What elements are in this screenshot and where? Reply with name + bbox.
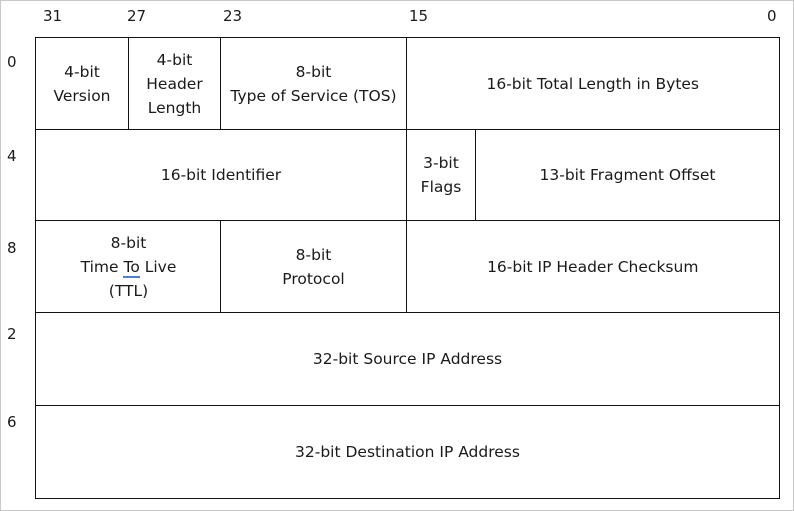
total-length-label: 16-bit Total Length in Bytes (486, 74, 700, 93)
header-length-bits: 4-bit (156, 50, 193, 69)
destination-ip-field: 32-bit Destination IP Address (35, 405, 780, 499)
row-offset-12: 2 (7, 325, 17, 343)
ttl-bits: 8-bit (110, 233, 147, 252)
checksum-field: 16-bit IP Header Checksum (405, 220, 780, 313)
checksum-label: 16-bit IP Header Checksum (487, 257, 699, 276)
protocol-bits: 8-bit (295, 245, 332, 264)
identifier-label: 16-bit Identifier (160, 166, 282, 184)
flags-bits: 3-bit (423, 154, 459, 172)
bit-position-0: 0 (767, 7, 777, 25)
bit-position-31: 31 (43, 7, 63, 25)
header-length-field: 4-bit Header Length (127, 37, 222, 130)
header-length-label-2: Length (147, 98, 202, 117)
header-length-label-1: Header (146, 74, 203, 93)
version-bits: 4-bit (64, 62, 100, 81)
tos-label: Type of Service (TOS) (230, 86, 397, 105)
row-offset-0: 0 (7, 53, 17, 71)
fragment-offset-label: 13-bit Fragment Offset (539, 166, 716, 184)
total-length-field: 16-bit Total Length in Bytes (405, 37, 780, 130)
ttl-label-part-2: To (123, 257, 140, 278)
row-offset-16: 6 (7, 413, 17, 431)
protocol-field: 8-bit Protocol (220, 220, 407, 313)
flags-label: Flags (420, 178, 462, 196)
tos-field: 8-bit Type of Service (TOS) (220, 37, 407, 130)
source-ip-field: 32-bit Source IP Address (35, 311, 780, 407)
ttl-label-part-1: Time (80, 257, 124, 276)
flags-field: 3-bit Flags (405, 128, 477, 222)
ttl-abbrev: (TTL) (108, 281, 149, 300)
ttl-label: Time To Live (80, 255, 177, 279)
protocol-label: Protocol (282, 269, 345, 288)
identifier-field: 16-bit Identifier (35, 128, 407, 222)
bit-position-23: 23 (223, 7, 243, 25)
row-offset-4: 4 (7, 147, 17, 165)
row-offset-8: 8 (7, 239, 17, 257)
ttl-label-part-3: Live (139, 257, 177, 276)
ip-header-grid: 4-bit Version 4-bit Header Length 8-bit … (35, 37, 780, 499)
destination-ip-label: 32-bit Destination IP Address (295, 443, 520, 461)
version-label: Version (53, 86, 111, 105)
source-ip-label: 32-bit Source IP Address (312, 350, 503, 368)
version-field: 4-bit Version (35, 37, 129, 130)
ttl-field: 8-bit Time To Live (TTL) (35, 220, 222, 313)
bit-position-15: 15 (409, 7, 429, 25)
fragment-offset-field: 13-bit Fragment Offset (475, 128, 780, 222)
tos-bits: 8-bit (295, 62, 332, 81)
bit-position-27: 27 (127, 7, 147, 25)
